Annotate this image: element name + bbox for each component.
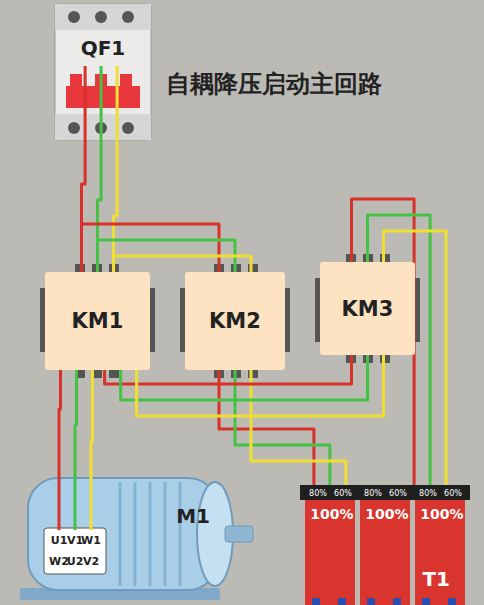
tap-label: 80% (309, 489, 327, 498)
node-label: M1 (176, 504, 210, 528)
winding-box: 100% (305, 502, 359, 526)
transformer-illustration (300, 485, 470, 605)
wire-strand (235, 370, 330, 485)
node-label: 100% (365, 506, 408, 522)
title: 自耦降压启动主回路 (166, 68, 382, 100)
contactor-box: KM3 (320, 262, 415, 355)
wire-strand (59, 370, 61, 500)
node-label: 100% (420, 506, 463, 522)
winding-box: 100% (415, 502, 469, 526)
terminal-label: U2 (67, 555, 84, 568)
tap-label: 60% (389, 489, 407, 498)
terminal-label: V1 (67, 534, 83, 547)
contactor-box: KM2 (185, 272, 285, 370)
node-label: KM1 (72, 309, 124, 333)
tap-label: 80% (419, 489, 437, 498)
winding-box: 100% (360, 502, 414, 526)
wire-strand (91, 370, 93, 500)
three-phase-wire (59, 370, 93, 500)
terminal-label: U1 (51, 534, 68, 547)
three-phase-wire (82, 224, 252, 272)
terminal-label: W1 (81, 534, 101, 547)
tap-label: 60% (444, 489, 462, 498)
node-label: QF1 (81, 36, 126, 60)
tap-label: 60% (334, 489, 352, 498)
transformer-box: T1 100% 100% 100% (300, 485, 470, 605)
wire-strand (114, 256, 252, 272)
motor-box: M1 (10, 500, 250, 600)
wire-strand (251, 370, 346, 485)
contactor-box: KM1 (45, 272, 150, 370)
wire-strand (75, 370, 77, 500)
tap-label: 80% (364, 489, 382, 498)
three-phase-wire (219, 370, 346, 485)
terminal-label: W2 (49, 555, 69, 568)
node-label: KM3 (342, 297, 394, 321)
contactor-frames (40, 254, 420, 378)
breaker-body (55, 4, 151, 140)
motor-illustration (20, 478, 253, 600)
terminal-label: V2 (83, 555, 99, 568)
node-label: T1 (422, 567, 450, 591)
breaker-box: QF1 (55, 30, 151, 66)
node-label: 100% (310, 506, 353, 522)
wire-strand (82, 224, 220, 272)
wire-strand (219, 370, 314, 485)
node-label: KM2 (209, 309, 261, 333)
